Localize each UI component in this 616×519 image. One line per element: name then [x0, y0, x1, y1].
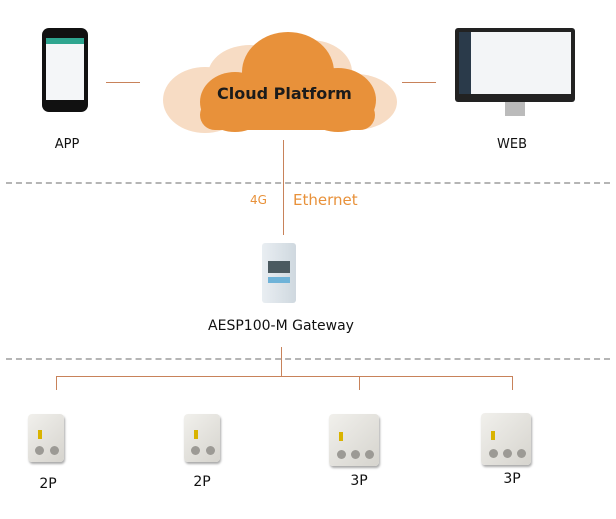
device-label: 3P: [503, 471, 521, 487]
phone-image: [42, 28, 88, 112]
device-label: 2P: [39, 476, 57, 492]
ethernet-label: Ethernet: [293, 191, 358, 209]
device-label: 2P: [193, 474, 211, 490]
divider-top: [6, 182, 610, 184]
connector-cloud-web: [402, 82, 436, 83]
drop-3: [359, 376, 360, 390]
gateway-image: [262, 243, 296, 303]
divider-bottom: [6, 358, 610, 360]
app-label: APP: [54, 137, 80, 152]
breaker-3p-image: [481, 413, 531, 465]
breaker-2p-image: [28, 414, 64, 462]
device-label: 3P: [350, 473, 368, 489]
breaker-3p-image: [329, 414, 379, 466]
cloud-icon: [163, 32, 397, 133]
monitor-stand: [505, 102, 525, 116]
breaker-2p-image: [184, 414, 220, 462]
web-label: WEB: [497, 137, 527, 152]
drop-4: [512, 376, 513, 390]
connector-app-cloud: [106, 82, 140, 83]
cloud-label: Cloud Platform: [217, 84, 352, 103]
monitor-image: [455, 28, 575, 102]
gateway-label: AESP100-M Gateway: [208, 318, 354, 334]
drop-1: [56, 376, 57, 390]
connector-cloud-gateway: [283, 140, 284, 235]
device-bus: [56, 376, 513, 377]
connector-gateway-bus: [281, 347, 282, 376]
cellular-label: 4G: [250, 193, 267, 207]
